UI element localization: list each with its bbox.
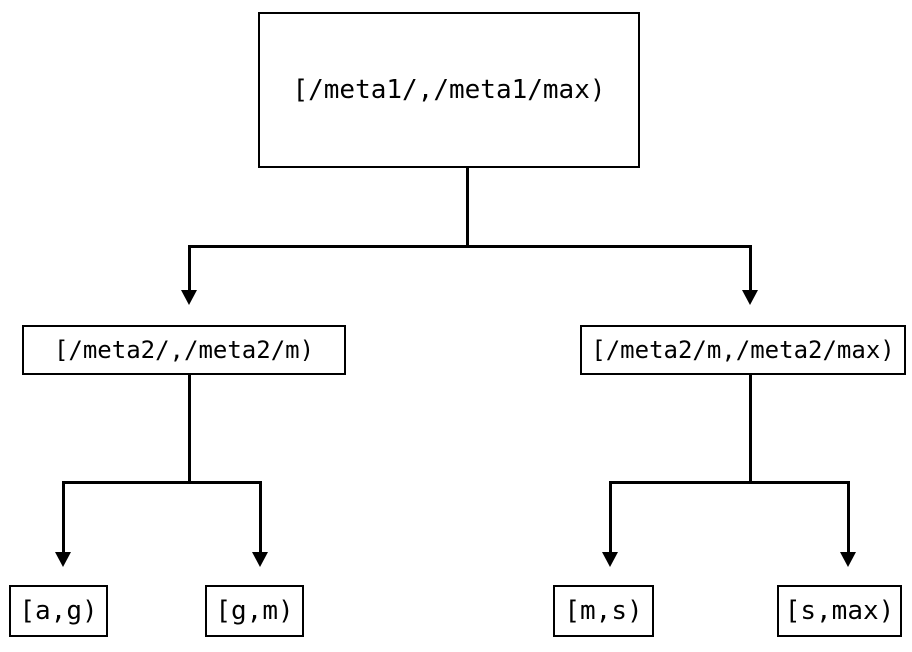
edge-mid-right-to-leaf-smax-drop: [847, 481, 850, 553]
edge-mid-right-to-leaf-ms-drop: [609, 481, 612, 553]
tree-node-mid-right[interactable]: [/meta2/m,/meta2/max): [580, 325, 906, 375]
tree-node-root-label: [/meta1/,/meta1/max): [292, 75, 606, 105]
arrowhead-mid-left-to-leaf-gm: [252, 552, 268, 567]
edge-root-to-mid-right-drop: [749, 245, 752, 291]
tree-node-leaf-gm-label: [g,m): [215, 596, 294, 626]
tree-node-leaf-gm[interactable]: [g,m): [205, 585, 304, 637]
arrowhead-mid-right-to-leaf-smax: [840, 552, 856, 567]
edge-root-to-mid-left-drop: [188, 245, 191, 291]
tree-node-leaf-ag[interactable]: [a,g): [9, 585, 108, 637]
edge-mid-left-stem: [188, 375, 191, 484]
edge-mid-left-to-leaf-ag-drop: [62, 481, 65, 553]
edge-mid-right-crossbar: [609, 481, 850, 484]
edge-mid-left-crossbar: [62, 481, 262, 484]
edge-root-stem: [466, 168, 469, 247]
tree-node-root[interactable]: [/meta1/,/meta1/max): [258, 12, 640, 168]
tree-node-leaf-smax-label: [s,max): [784, 596, 895, 626]
arrowhead-mid-left-to-leaf-ag: [55, 552, 71, 567]
tree-node-mid-left[interactable]: [/meta2/,/meta2/m): [22, 325, 346, 375]
tree-node-leaf-ag-label: [a,g): [19, 596, 98, 626]
tree-node-mid-left-label: [/meta2/,/meta2/m): [53, 336, 315, 364]
arrowhead-root-to-mid-left: [181, 290, 197, 305]
edge-mid-right-stem: [749, 375, 752, 484]
edge-root-crossbar: [188, 245, 752, 248]
tree-node-mid-right-label: [/meta2/m,/meta2/max): [591, 336, 895, 364]
tree-node-leaf-ms-label: [m,s): [564, 596, 643, 626]
edge-mid-left-to-leaf-gm-drop: [259, 481, 262, 553]
tree-node-leaf-ms[interactable]: [m,s): [553, 585, 654, 637]
arrowhead-mid-right-to-leaf-ms: [602, 552, 618, 567]
tree-node-leaf-smax[interactable]: [s,max): [777, 585, 902, 637]
arrowhead-root-to-mid-right: [742, 290, 758, 305]
